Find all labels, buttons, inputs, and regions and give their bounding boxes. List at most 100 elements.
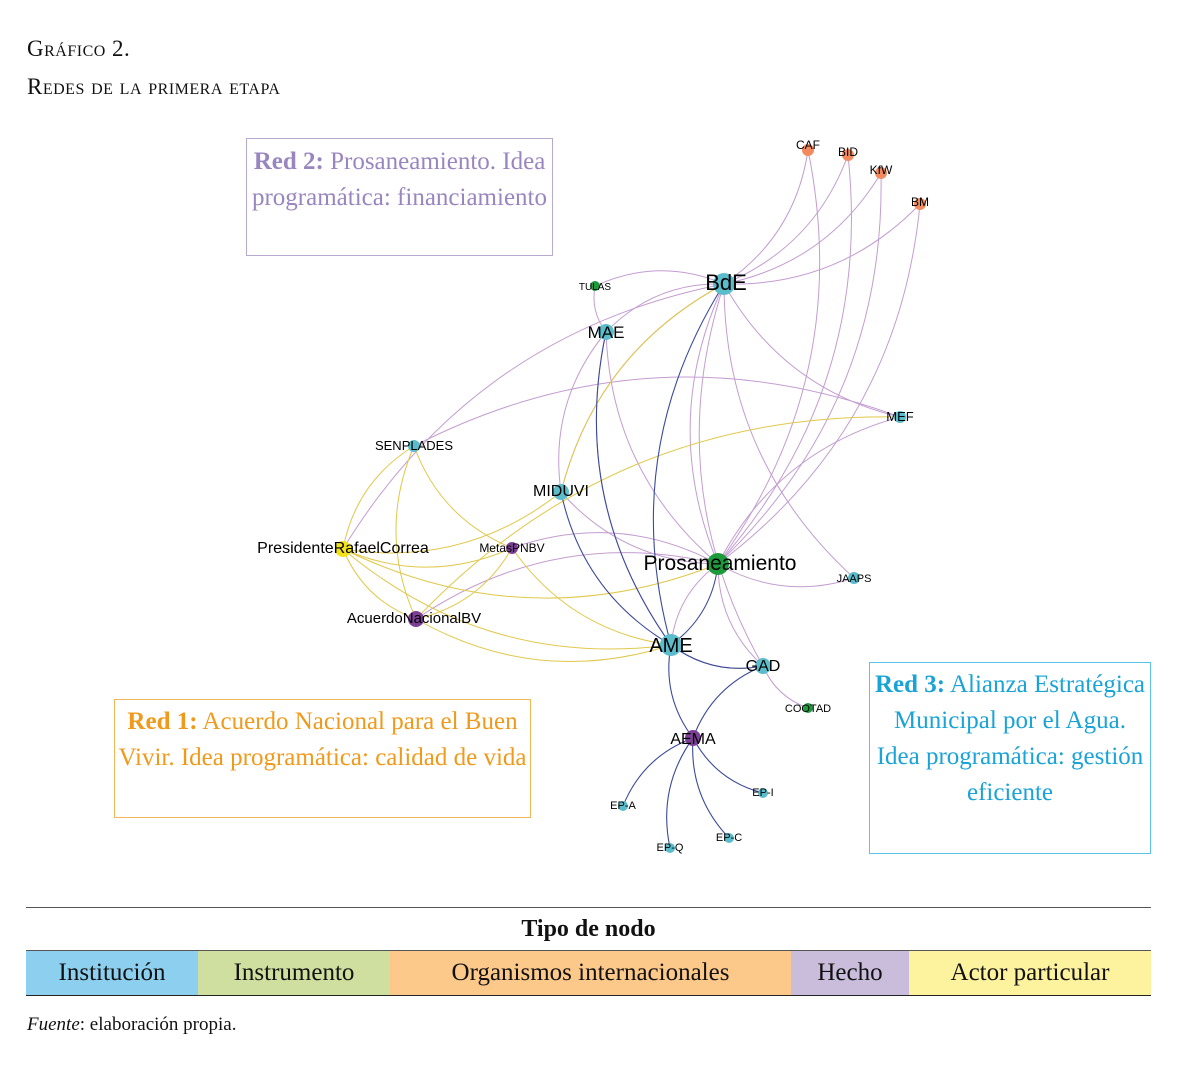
edge-prosaneamiento-caf xyxy=(717,149,821,565)
edge-aema-ep-q xyxy=(666,737,694,849)
node-miduvi xyxy=(553,484,569,500)
figure-number: Gráfico 2. xyxy=(27,36,131,61)
edge-bde-kfw xyxy=(723,172,882,285)
edge-prc-anbv xyxy=(342,548,417,620)
node-label-bde: BdE xyxy=(705,270,747,295)
edge-prosaneamiento-bid xyxy=(717,154,852,565)
node-kfw xyxy=(875,167,887,179)
edge-anbv-metaspnbv xyxy=(415,547,513,620)
node-label-ep-c: EP-C xyxy=(716,832,742,844)
edge-bde-miduvi xyxy=(560,283,725,493)
node-label-prc: PresidenteRafaelCorrea xyxy=(257,540,429,557)
legend-top-rule xyxy=(26,907,1151,908)
edge-prc-prosaneamiento xyxy=(342,548,719,599)
node-label-bm: BM xyxy=(911,195,929,209)
legend-item-actor: Actor particular xyxy=(909,951,1151,995)
node-ep-a xyxy=(618,801,628,811)
node-aema xyxy=(685,730,701,746)
legend-title: Tipo de nodo xyxy=(26,908,1151,951)
callout-red-1-text: Acuerdo Nacional para el Buen Vivir. Ide… xyxy=(118,708,527,771)
callout-red-2: Red 2: Prosaneamiento. Idea programática… xyxy=(246,138,553,256)
node-label-cootad: COOTAD xyxy=(785,703,831,715)
edge-mae-miduvi xyxy=(558,331,607,493)
edge-prc-miduvi xyxy=(342,491,562,554)
edge-mae-ame xyxy=(595,331,672,646)
node-prosaneamiento xyxy=(707,553,729,575)
node-label-ep-a: EP-A xyxy=(610,800,636,812)
nodes-layer xyxy=(335,144,926,853)
legend-row: Institución Instrumento Organismos inter… xyxy=(26,951,1151,996)
node-label-metaspnbv: MetasPNBV xyxy=(479,541,544,555)
edge-prosaneamiento-jaaps xyxy=(717,563,855,588)
node-label-aema: AEMA xyxy=(670,731,716,748)
edge-bde-gad xyxy=(698,283,764,667)
callout-red-2-bold: Red 2: xyxy=(253,148,324,175)
node-cootad xyxy=(803,703,813,713)
callout-red-3: Red 3: Alianza Estratégica Municipal por… xyxy=(869,662,1151,854)
edge-bde-caf xyxy=(723,149,809,285)
edge-aema-ep-c xyxy=(692,737,730,839)
node-mef xyxy=(894,411,906,423)
edge-prosaneamiento-kfw xyxy=(717,172,882,565)
callout-red-1-bold: Red 1: xyxy=(127,708,198,735)
edge-prosaneamiento-ame xyxy=(670,563,719,646)
node-jaaps xyxy=(848,572,860,584)
edge-senplades-prc xyxy=(342,445,415,550)
figure-caption: Redes de la primera etapa xyxy=(27,74,281,99)
edge-miduvi-prosaneamiento xyxy=(560,491,719,565)
source-label: Fuente xyxy=(27,1014,80,1035)
node-ep-q xyxy=(665,843,675,853)
node-label-mae: MAE xyxy=(588,323,625,342)
source-note: Fuente: elaboración propia. xyxy=(27,1014,236,1036)
edge-bde-prc xyxy=(342,283,725,550)
node-label-jaaps: JAAPS xyxy=(837,573,872,585)
node-tulas xyxy=(590,281,600,291)
edge-prc-metaspnbv xyxy=(342,547,513,568)
node-metaspnbv xyxy=(506,542,518,554)
node-label-ame: AME xyxy=(649,635,692,657)
edge-mef-senplades xyxy=(413,376,901,447)
node-bm xyxy=(914,198,926,210)
callout-red-3-text: Alianza Estratégica Municipal por el Agu… xyxy=(876,671,1146,806)
node-label-tulas: TULAS xyxy=(579,282,612,293)
edge-mae-prosaneamiento xyxy=(605,331,719,565)
edge-prosaneamiento-metaspnbv xyxy=(511,532,719,565)
node-label-bid: BID xyxy=(838,145,858,159)
callout-red-2-text: Prosaneamiento. Idea programática: finan… xyxy=(251,148,547,211)
node-prc xyxy=(335,541,351,557)
node-bde xyxy=(713,273,735,295)
legend-item-instrumento: Instrumento xyxy=(198,951,390,995)
edge-aema-ep-i xyxy=(692,737,764,794)
node-label-kfw: KfW xyxy=(870,163,893,177)
edge-mef-anbv xyxy=(415,416,901,620)
edge-ame-aema xyxy=(668,644,694,739)
node-gad xyxy=(755,658,771,674)
legend-item-hecho: Hecho xyxy=(791,951,909,995)
node-label-senplades: SENPLADES xyxy=(375,438,453,453)
node-label-mef: MEF xyxy=(886,409,914,424)
edge-bde-jaaps xyxy=(723,283,855,579)
edge-prc-ame xyxy=(342,548,672,650)
edge-aema-ep-a xyxy=(622,737,694,807)
callout-red-3-bold: Red 3: xyxy=(874,671,946,698)
edge-gad-aema xyxy=(692,665,764,739)
source-text: : elaboración propia. xyxy=(79,1014,237,1035)
node-senplades xyxy=(408,440,420,452)
node-label-prosaneamiento: Prosaneamiento xyxy=(644,552,797,575)
node-ep-i xyxy=(758,788,768,798)
edge-bde-bid xyxy=(723,154,849,285)
edge-anbv-ame xyxy=(415,618,672,662)
node-label-anbv: AcuerdoNacionalBV xyxy=(347,610,481,627)
node-anbv xyxy=(408,611,424,627)
edge-bde-prosaneamiento xyxy=(689,283,725,565)
node-label-ep-i: EP-I xyxy=(752,787,773,799)
edge-bde-mef xyxy=(723,283,901,418)
edge-bde-bm xyxy=(723,203,921,285)
legend-item-institucion: Institución xyxy=(26,951,198,995)
edge-bde-mae xyxy=(605,283,725,333)
edge-mef-prosaneamiento xyxy=(717,416,901,565)
edge-mae-ame xyxy=(595,331,672,646)
edge-metaspnbv-ame xyxy=(511,547,672,646)
node-label-caf: CAF xyxy=(796,138,820,152)
